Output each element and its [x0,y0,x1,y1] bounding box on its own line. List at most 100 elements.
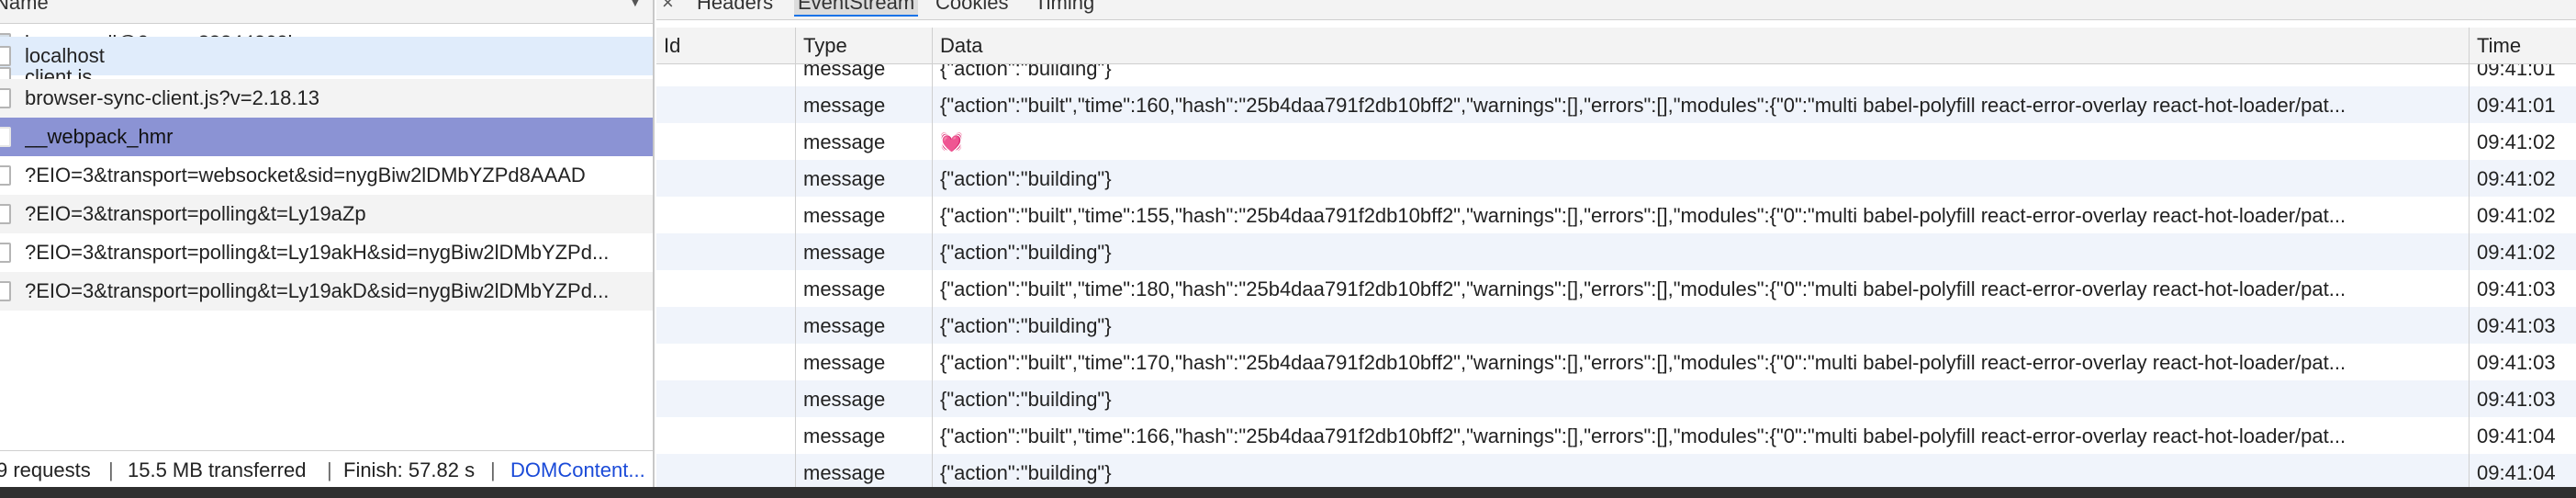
event-time-cell: 09:41:02 [2477,130,2556,153]
column-header-time[interactable]: Time [2477,34,2522,57]
sort-arrow-icon[interactable]: ▼ [628,0,643,10]
event-data-cell: {"action":"built","time":166,"hash":"25b… [933,417,2470,454]
event-id-cell [656,123,796,160]
event-row[interactable]: message{"action":"built","time":155,"has… [656,197,2576,233]
event-id-cell [656,344,796,380]
event-row[interactable]: message{"action":"building"} 09:41:01 [656,64,2576,86]
event-id-cell [656,417,796,454]
event-row[interactable]: message💓 09:41:02 [656,123,2576,160]
event-data-cell: {"action":"building"} [933,64,2470,86]
event-data-cell: {"action":"building"} [933,233,2470,270]
transferred-size: 15.5 MB transferred [128,458,307,481]
event-data-cell: {"action":"built","time":160,"hash":"25b… [933,86,2470,123]
request-name: browser-sync-client.js?v=2.18.13 [25,86,319,109]
request-name: __webpack_hmr [25,125,174,148]
tab-cookies[interactable]: Cookies [935,0,1009,14]
event-row[interactable]: message{"action":"built","time":170,"has… [656,344,2576,380]
event-data-cell: {"action":"built","time":180,"hash":"25b… [933,270,2470,307]
event-type-cell: message [796,417,933,454]
event-id-cell [656,454,796,487]
event-type-cell: message [796,307,933,344]
event-time-cell: 09:41:02 [2477,204,2556,227]
tab-headers[interactable]: Headers [697,0,774,14]
events-table-header: Id Type Data Time [656,28,2576,64]
event-id-cell [656,197,796,233]
request-row[interactable]: browser-sync-client.js?v=2.18.13 [0,79,653,118]
name-column-header[interactable]: Name ▼ [0,0,653,24]
event-data-cell: {"action":"built","time":155,"hash":"25b… [933,197,2470,233]
event-id-cell [656,270,796,307]
event-data-cell: {"action":"building"} [933,307,2470,344]
request-row[interactable]: ?EIO=3&transport=polling&t=Ly19akD&sid=n… [0,272,653,311]
event-id-cell [656,86,796,123]
event-id-cell [656,160,796,197]
event-row[interactable]: message{"action":"built","time":166,"has… [656,417,2576,454]
domcontentloaded-link[interactable]: DOMContent... [510,458,645,481]
document-icon [0,165,11,186]
event-data-cell: 💓 [933,123,2470,160]
event-type-cell: message [796,270,933,307]
event-stream-panel: × Headers EventStream Cookies Timing Id … [656,0,2576,487]
event-id-cell [656,64,796,86]
document-icon [0,46,11,66]
request-row-selected[interactable]: __webpack_hmr [0,118,653,156]
document-icon [0,88,11,108]
event-id-cell [656,380,796,417]
event-row[interactable]: message{"action":"building"}09:41:02 [656,233,2576,270]
request-name: ?EIO=3&transport=polling&t=Ly19aZp [25,202,366,225]
event-type-cell: message [796,64,933,86]
document-icon [0,243,11,263]
event-type-cell: message [796,86,933,123]
event-time-cell: 09:41:03 [2477,388,2556,411]
status-separator: | [490,458,496,481]
event-data-cell: {"action":"built","time":170,"hash":"25b… [933,344,2470,380]
event-type-cell: message [796,454,933,487]
event-type-cell: message [796,160,933,197]
request-name: ?EIO=3&transport=polling&t=Ly19akH&sid=n… [25,241,610,264]
document-icon [0,127,11,147]
tab-timing[interactable]: Timing [1035,0,1095,14]
event-row[interactable]: message{"action":"building"} 09:41:03 [656,380,2576,417]
event-time-cell: 09:41:04 [2477,424,2556,447]
event-time-cell: 09:41:03 [2477,314,2556,337]
column-header-id[interactable]: Id [656,28,796,64]
event-id-cell [656,307,796,344]
request-row[interactable]: localhost [0,37,653,75]
name-column-label: Name [0,0,49,14]
tab-eventstream[interactable]: EventStream [794,0,919,17]
event-row[interactable]: message{"action":"building"}09:41:04 [656,454,2576,487]
request-row[interactable]: ?EIO=3&transport=websocket&sid=nygBiw2lD… [0,156,653,195]
close-icon[interactable]: × [662,0,674,14]
event-type-cell: message [796,123,933,160]
event-time-cell: 09:41:02 [2477,167,2556,190]
event-time-cell: 09:41:01 [2477,94,2556,117]
event-type-cell: message [796,197,933,233]
request-list-panel: Name ▼ logo-small@2x.png?8844262b localh… [0,0,655,498]
request-name: ?EIO=3&transport=websocket&sid=nygBiw2lD… [25,164,586,187]
event-type-cell: message [796,344,933,380]
network-status-bar: 9 requests | 15.5 MB transferred | Finis… [0,450,653,487]
finish-time: Finish: 57.82 s [343,458,476,481]
event-time-cell: 09:41:01 [2477,64,2556,80]
request-row[interactable]: ?EIO=3&transport=polling&t=Ly19akH&sid=n… [0,233,653,272]
event-type-cell: message [796,380,933,417]
event-data-cell: {"action":"building"} [933,454,2470,487]
event-id-cell [656,233,796,270]
event-data-cell: {"action":"building"} [933,380,2470,417]
event-time-cell: 09:41:03 [2477,351,2556,374]
event-time-cell: 09:41:03 [2477,277,2556,300]
event-row[interactable]: message{"action":"building"} 09:41:03 [656,307,2576,344]
column-header-data[interactable]: Data [933,28,2470,64]
event-data-cell: {"action":"building"} [933,160,2470,197]
request-count: 9 requests [0,458,91,481]
request-name: ?EIO=3&transport=polling&t=Ly19akD&sid=n… [25,279,610,302]
event-row[interactable]: message{"action":"built","time":180,"has… [656,270,2576,307]
detail-tab-bar: × Headers EventStream Cookies Timing [656,0,2576,20]
document-icon [0,204,11,224]
event-type-cell: message [796,233,933,270]
request-row[interactable]: ?EIO=3&transport=polling&t=Ly19aZp [0,195,653,233]
event-row[interactable]: message{"action":"built","time":160,"has… [656,86,2576,123]
event-row[interactable]: message{"action":"building"} 09:41:02 [656,160,2576,197]
column-header-type[interactable]: Type [796,28,933,64]
